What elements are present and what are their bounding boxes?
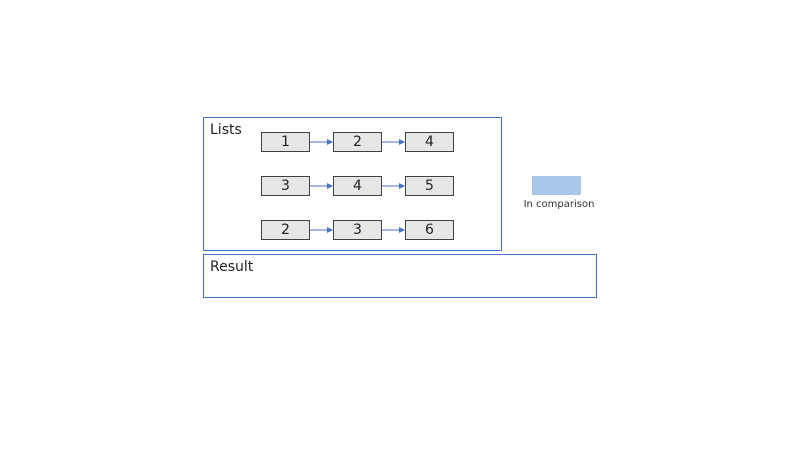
list-1-node-3: 4 [405,132,454,152]
lists-panel-title: Lists [210,122,242,138]
list-1-node-1: 1 [261,132,310,152]
result-panel-title: Result [210,259,254,275]
list-3-node-1: 2 [261,220,310,240]
list-3-node-3: 6 [405,220,454,240]
legend-label: In comparison [523,199,595,210]
result-panel: Result [203,254,597,298]
list-2-node-3: 5 [405,176,454,196]
list-1-node-2: 2 [333,132,382,152]
legend-swatch [532,176,581,195]
list-2-node-2: 4 [333,176,382,196]
list-3-node-2: 3 [333,220,382,240]
list-2-node-1: 3 [261,176,310,196]
